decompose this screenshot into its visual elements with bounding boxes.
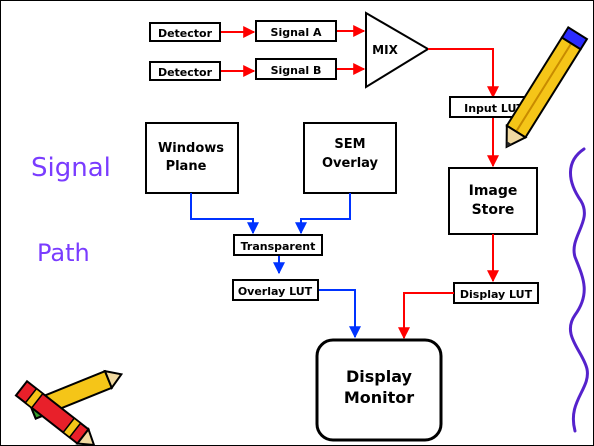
svg-text:Plane: Plane [166, 159, 207, 174]
windows-plane-block: Windows Plane [146, 123, 238, 193]
transparent-block: Transparent [234, 235, 322, 255]
overlay-arrows [191, 193, 355, 337]
mix-block: MIX [366, 13, 428, 87]
svg-text:Monitor: Monitor [344, 388, 414, 407]
display-monitor-block: Display Monitor [317, 340, 441, 440]
svg-text:Signal B: Signal B [271, 64, 322, 77]
overlay-lut-block: Overlay LUT [233, 280, 318, 300]
svg-text:Transparent: Transparent [241, 240, 316, 253]
crayons-icon [16, 366, 125, 445]
signal-a-block: Signal A [256, 21, 336, 41]
svg-text:Display LUT: Display LUT [460, 288, 533, 301]
side-title-signal: Signal [31, 153, 111, 183]
svg-text:Overlay LUT: Overlay LUT [238, 285, 313, 298]
svg-text:Overlay: Overlay [322, 156, 379, 171]
svg-text:Detector: Detector [158, 27, 213, 40]
svg-text:Windows: Windows [158, 141, 224, 156]
svg-text:Detector: Detector [158, 66, 213, 79]
display-lut-block: Display LUT [454, 283, 538, 303]
wavy-line-decoration [570, 149, 587, 431]
sem-overlay-block: SEM Overlay [304, 123, 396, 193]
svg-text:Signal A: Signal A [271, 26, 322, 39]
svg-text:Display: Display [346, 367, 413, 386]
pencil-icon [497, 27, 587, 152]
signal-b-block: Signal B [256, 59, 336, 79]
detector-b-block: Detector [150, 62, 220, 80]
arrow-display-lut-to-monitor [404, 293, 454, 338]
svg-text:Image: Image [469, 183, 518, 199]
svg-text:SEM: SEM [334, 137, 365, 152]
svg-text:MIX: MIX [372, 43, 398, 57]
image-store-block: Image Store [449, 168, 537, 234]
svg-text:Store: Store [472, 202, 515, 218]
detector-a-block: Detector [150, 23, 220, 41]
side-title-path: Path [37, 239, 90, 267]
